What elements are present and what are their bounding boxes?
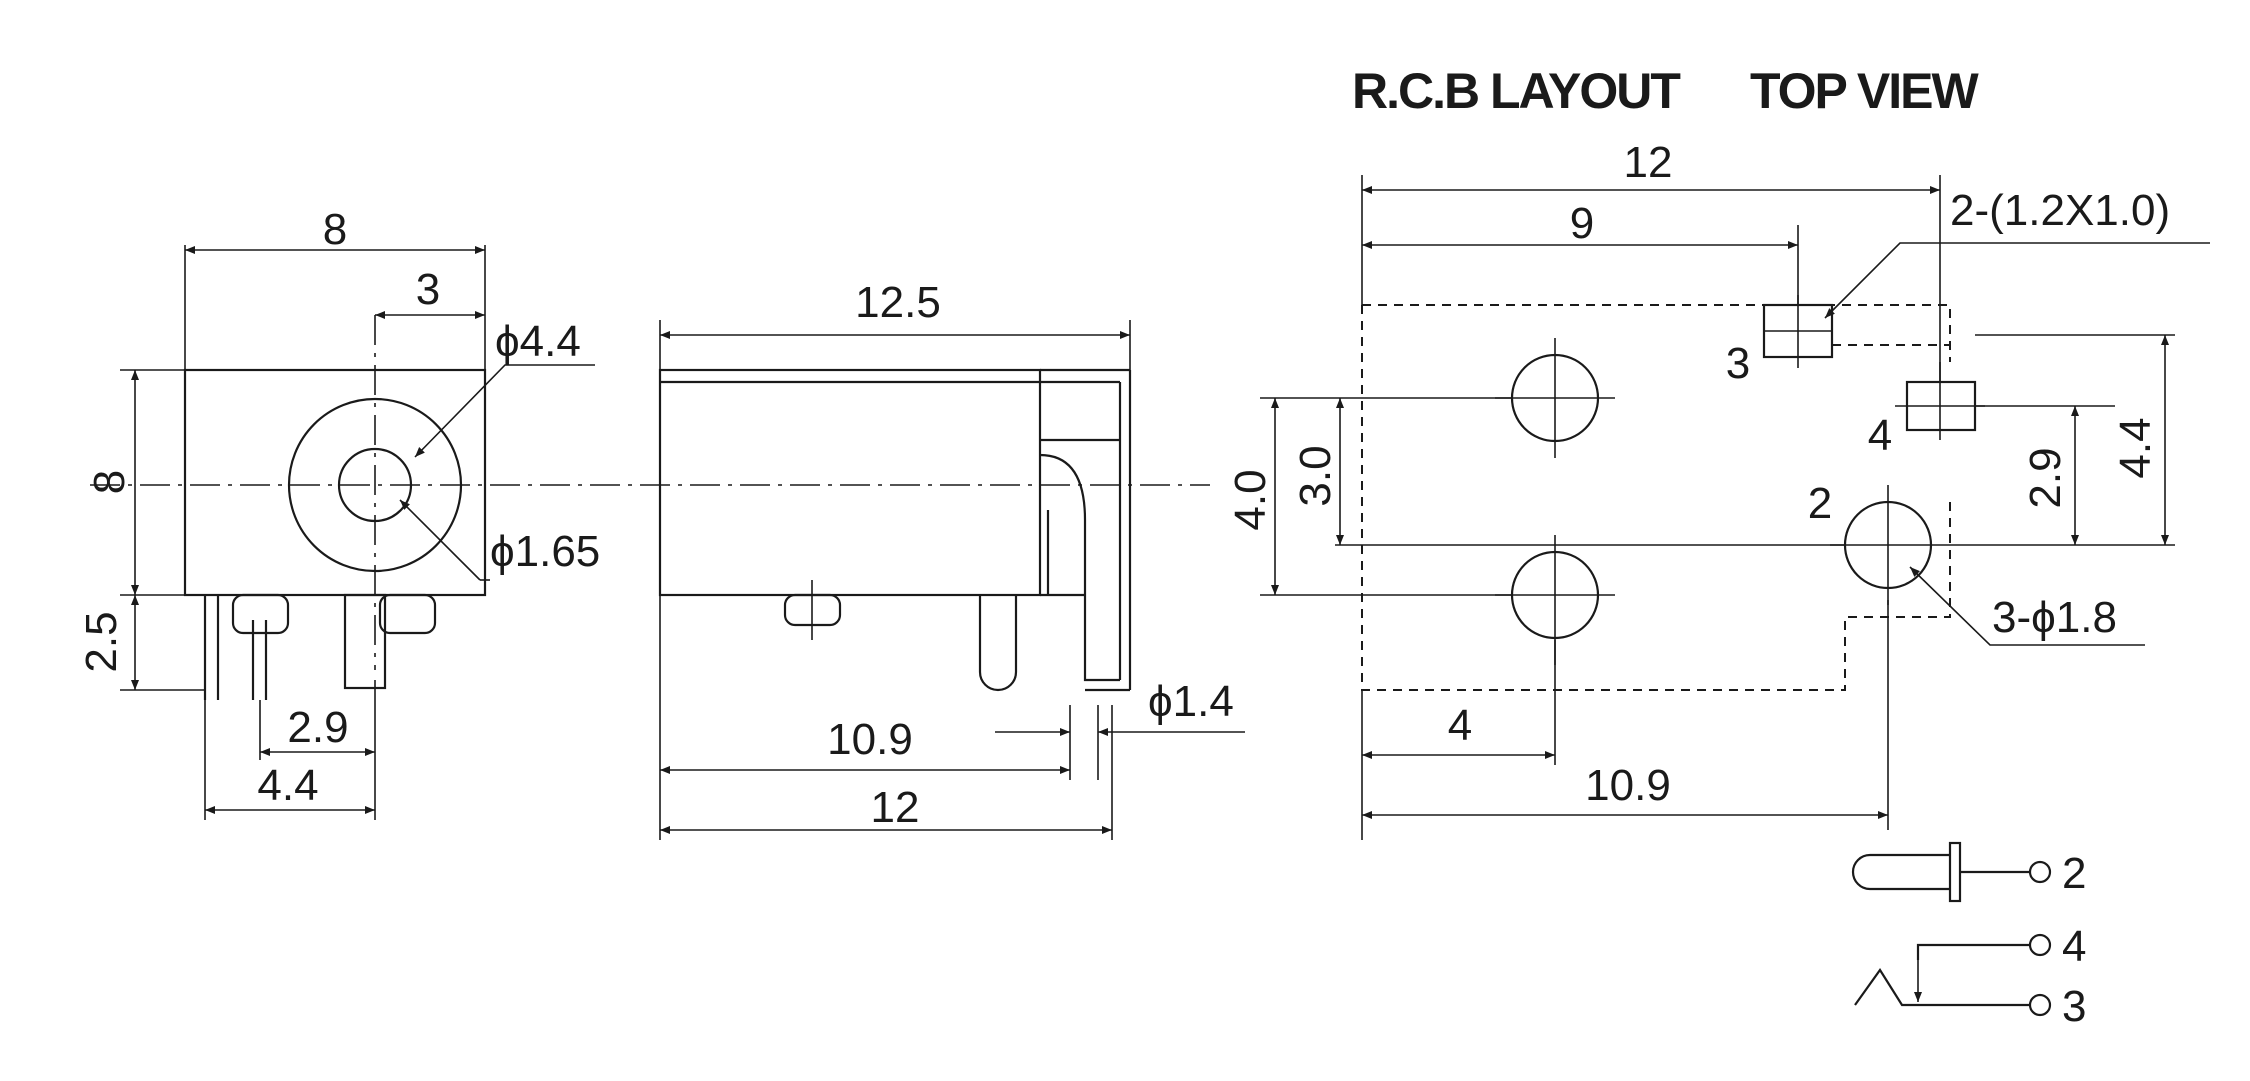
dim-pcb-12: 12: [1624, 138, 1673, 187]
front-view: 8 3 ϕ4.4 8 2.5 ϕ1.65 2.9 4.4: [77, 205, 1210, 820]
heading-layout: R.C.B LAYOUT: [1352, 63, 1680, 119]
dim-holes: 3-ϕ1.8: [1992, 593, 2117, 642]
dim-outer-dia: ϕ4.4: [495, 317, 581, 366]
heading-top-view: TOP VIEW: [1750, 63, 1979, 119]
dim-slot-size: 2-(1.2X1.0): [1950, 186, 2170, 235]
label-pin3: 3: [1726, 339, 1750, 388]
dim-pin-2-5: 2.5: [77, 611, 126, 672]
label-pin4: 4: [1868, 411, 1892, 460]
dim-pcb-10-9: 10.9: [1585, 761, 1671, 810]
schem-pin4: 4: [2062, 922, 2086, 971]
dim-pcb-9: 9: [1570, 199, 1594, 248]
dim-4-4: 4.4: [257, 761, 318, 810]
schem-pin3: 3: [2062, 982, 2086, 1031]
pcb-layout: 12 9 2-(1.2X1.0) 3 4 2 4.0 3.0 2.9 4.4 3…: [1226, 138, 2210, 840]
side-view: 12.5 10.9 12 ϕ1.4: [658, 278, 1245, 840]
dim-pcb-4: 4: [1448, 701, 1472, 750]
dim-pcb-2-9: 2.9: [2021, 447, 2070, 508]
dim-inner-dia: ϕ1.65: [490, 527, 600, 576]
dim-pcb-4-4: 4.4: [2111, 417, 2160, 478]
dim-pcb-3-0: 3.0: [1291, 445, 1340, 506]
label-pin2: 2: [1808, 479, 1832, 528]
dim-10-9: 10.9: [827, 715, 913, 764]
dim-2-9: 2.9: [287, 703, 348, 752]
dim-height-8: 8: [85, 470, 134, 494]
schem-pin2: 2: [2062, 849, 2086, 898]
dim-12: 12: [871, 783, 920, 832]
schematic-symbol: 2 4 3: [1851, 841, 2086, 1031]
dim-pin-dia: ϕ1.4: [1148, 677, 1234, 726]
dim-width-8: 8: [323, 205, 347, 254]
dim-offset-3: 3: [416, 265, 440, 314]
dim-12-5: 12.5: [855, 278, 941, 327]
dim-pcb-4-0: 4.0: [1226, 469, 1275, 530]
